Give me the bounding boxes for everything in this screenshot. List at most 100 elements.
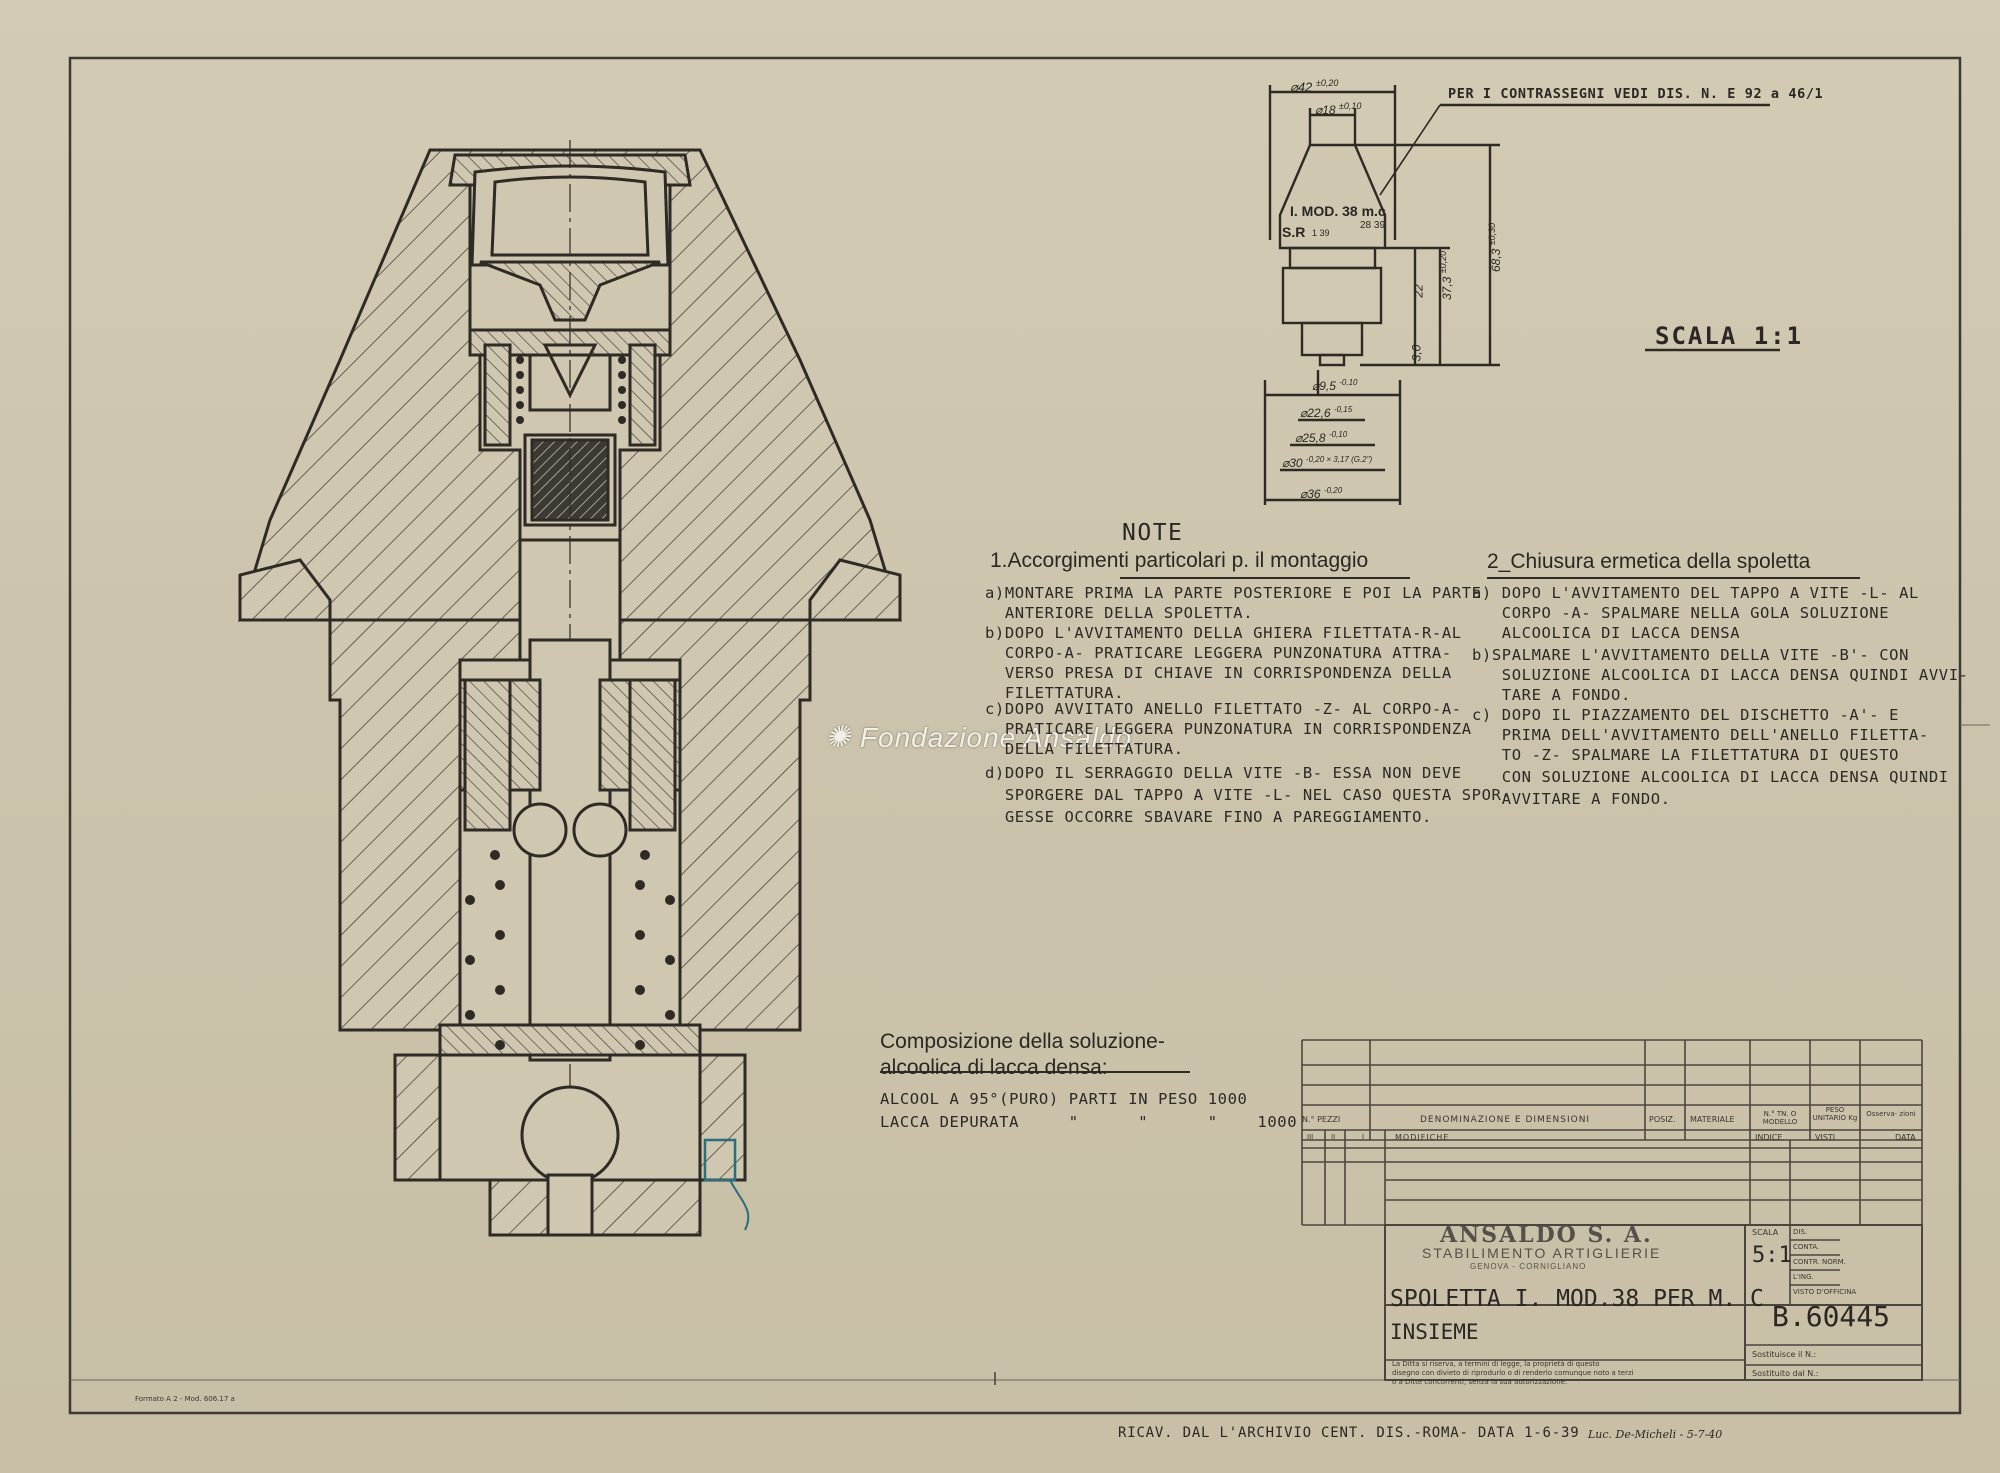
drawing-number: B.60445	[1772, 1300, 1891, 1333]
dim-d18: ⌀18 ±0,10	[1315, 101, 1361, 117]
dim-d226: ⌀22,6 -0,15	[1300, 405, 1352, 420]
tb-header-tn-modello: N.° TN. O MODELLO	[1762, 1110, 1798, 1126]
tb-rev-col: II	[1331, 1133, 1336, 1141]
dim-v683-tol: ±0,30	[1487, 222, 1497, 246]
tb-legal-line: o a Ditte concorrenti, senza la sua auto…	[1392, 1378, 1568, 1386]
tb-legal-line: disegno con divieto di riprodurlo o di r…	[1392, 1369, 1634, 1377]
note2-line: TARE A FONDO.	[1472, 686, 1631, 704]
note2-line: ALCOOLICA DI LACCA DENSA	[1472, 624, 1741, 642]
dim-v683: 68,3 ±0,30	[1487, 223, 1503, 272]
tb-sign-row: DIS.	[1793, 1228, 1808, 1236]
dim-v683-value: 68,3	[1489, 248, 1503, 272]
note2-line: c) DOPO IL PIAZZAMENTO DEL DISCHETTO -A'…	[1472, 706, 1900, 724]
tb-legal-line: La Ditta si riserva, a termini di legge,…	[1392, 1360, 1600, 1368]
notes-section1-title: 1.Accorgimenti particolari p. il montagg…	[990, 549, 1369, 572]
composition-title-2: alcoolica di lacca densa:	[880, 1056, 1108, 1079]
note1-line: PRATICARE LEGGERA PUNZONATURA IN CORRISP…	[985, 720, 1472, 738]
tb-scala-label: SCALA	[1752, 1228, 1779, 1237]
note1-line: FILETTATURA.	[985, 684, 1125, 702]
dim-d226-tol: -0,15	[1333, 405, 1353, 414]
note1-line: GESSE OCCORRE SBAVARE FINO A PAREGGIAMEN…	[985, 808, 1432, 826]
note2-line: PRIMA DELL'AVVITAMENTO DELL'ANELLO FILET…	[1472, 726, 1929, 744]
tb-header-materiale: MATERIALE	[1690, 1115, 1735, 1124]
tb-header-osservazioni: Osserva- zioni	[1866, 1110, 1916, 1118]
tb-sostituito: Sostituito dal N.:	[1752, 1369, 1819, 1378]
tb-header-pezzi: N.° PEZZI	[1302, 1115, 1341, 1124]
tb-scala-value: 5:1	[1752, 1243, 1792, 1268]
note2-line: CORPO -A- SPALMARE NELLA GOLA SOLUZIONE	[1472, 604, 1890, 622]
note2-line: CON SOLUZIONE ALCOOLICA DI LACCA DENSA Q…	[1472, 768, 1949, 786]
format-note: Formato A 2 - Mod. 606.17 a	[135, 1395, 235, 1403]
note2-line: b)SPALMARE L'AVVITAMENTO DELLA VITE -B'-…	[1472, 646, 1909, 664]
tb-sign-row: L'ING.	[1793, 1273, 1814, 1281]
watermark: ✺ Fondazione Ansaldo	[825, 720, 1132, 755]
footer-signature: Luc. De-Micheli - 5-7-40	[1588, 1428, 1723, 1441]
composition-row-2: LACCA DEPURATA " " " 1000	[880, 1113, 1298, 1131]
tb-header-denominazione: DENOMINAZIONE E DIMENSIONI	[1420, 1115, 1591, 1125]
composition-title-1: Composizione della soluzione-	[880, 1030, 1165, 1053]
dim-d36-value: ⌀36	[1300, 487, 1321, 501]
dim-v373-tol: ±0,20	[1438, 250, 1448, 274]
dim-d258-tol: -0,10	[1328, 430, 1348, 439]
fuse-detail-view	[1263, 85, 1770, 505]
dim-d30: ⌀30 -0,20 × 3,17 (G.2")	[1282, 455, 1372, 470]
dim-d18-tol: ±0,10	[1338, 101, 1362, 111]
watermark-text: Fondazione Ansaldo	[859, 722, 1133, 753]
note1-line: c)DOPO AVVITATO ANELLO FILETTATO -Z- AL …	[985, 700, 1462, 718]
notes-title: NOTE	[1122, 520, 1184, 546]
dim-d36: ⌀36 -0,20	[1300, 486, 1342, 501]
tb-header-posiz: POSIZ.	[1649, 1115, 1676, 1124]
dim-d95-value: ⌀9,5	[1312, 379, 1336, 393]
note2-line: SOLUZIONE ALCOOLICA DI LACCA DENSA QUIND…	[1472, 666, 1969, 684]
dim-d30-value: ⌀30	[1282, 456, 1303, 470]
tb-header-peso: PESO UNITARIO Kg	[1812, 1106, 1858, 1122]
dim-d95-tol: -0,10	[1339, 378, 1358, 387]
scale-label: SCALA 1:1	[1655, 322, 1804, 350]
title-block-grid	[994, 1039, 1923, 1385]
tb-data: DATA	[1895, 1133, 1916, 1142]
drawing-title-2: INSIEME	[1390, 1320, 1479, 1344]
note1-line: ANTERIORE DELLA SPOLETTA.	[985, 604, 1254, 622]
detail-marking-sr-sub: 1 39	[1312, 228, 1330, 238]
dim-d42-value: ⌀42	[1290, 79, 1313, 95]
note1-line: VERSO PRESA DI CHIAVE IN CORRISPONDENZA …	[985, 664, 1452, 682]
tb-sign-row: CONTA.	[1793, 1243, 1820, 1251]
note1-line: CORPO-A- PRATICARE LEGGERA PUNZONATURA A…	[985, 644, 1452, 662]
dim-v22: 22	[1411, 284, 1426, 298]
watermark-logo-icon: ✺	[825, 721, 852, 754]
tb-visti: VISTI	[1815, 1133, 1836, 1142]
tb-sign-row: VISTO D'OFFICINA	[1793, 1288, 1857, 1296]
border-frame	[68, 56, 1962, 1415]
note2-line: AVVITARE A FONDO.	[1472, 790, 1671, 808]
dim-v373-value: 37,3	[1440, 276, 1454, 300]
detail-marking-sr: S.R	[1282, 224, 1306, 240]
dim-d36-tol: -0,20	[1323, 486, 1343, 495]
tb-rev-col: I	[1362, 1133, 1365, 1141]
note1-line: DELLA FILETTATURA.	[985, 740, 1184, 758]
note1-line: SPORGERE DAL TAPPO A VITE -L- NEL CASO Q…	[985, 786, 1512, 804]
dim-d95: ⌀9,5 -0,10	[1312, 378, 1357, 393]
tb-modifiche: MODIFICHE	[1395, 1133, 1450, 1142]
drawing-title-1: SPOLETTA I. MOD.38 PER M. C	[1390, 1286, 1764, 1312]
composition-row-1: ALCOOL A 95°(PURO) PARTI IN PESO 1000	[880, 1090, 1248, 1108]
detail-marking-right: 28 39	[1360, 220, 1386, 231]
dim-d258-value: ⌀25,8	[1295, 431, 1326, 445]
dim-d30-tol: -0,20 × 3,17 (G.2")	[1305, 455, 1373, 464]
tb-indice: INDICE	[1755, 1133, 1783, 1142]
dim-d226-value: ⌀22,6	[1300, 406, 1331, 420]
detail-marking-line1: I. MOD. 38 m.c	[1290, 203, 1386, 219]
dim-v30: 3,0	[1409, 344, 1424, 362]
note1-line: a)MONTARE PRIMA LA PARTE POSTERIORE E PO…	[985, 584, 1482, 602]
company-plant: STABILIMENTO ARTIGLIERIE	[1422, 1245, 1662, 1261]
dim-d42-tol: ±0,20	[1315, 78, 1339, 88]
contrassegni-note: PER I CONTRASSEGNI VEDI DIS. N. E 92 a 4…	[1448, 86, 1824, 102]
dim-d18-value: ⌀18	[1315, 103, 1336, 117]
notes-section2-title: 2_Chiusura ermetica della spoletta	[1487, 550, 1811, 573]
dim-d258: ⌀25,8 -0,10	[1295, 430, 1347, 445]
note2-line: TO -Z- SPALMARE LA FILETTATURA DI QUESTO	[1472, 746, 1900, 764]
note2-line: a) DOPO L'AVVITAMENTO DEL TAPPO A VITE -…	[1472, 584, 1919, 602]
footer-archive: RICAV. DAL L'ARCHIVIO CENT. DIS.-ROMA- D…	[1118, 1425, 1580, 1441]
tb-rev-col: III	[1307, 1133, 1314, 1141]
